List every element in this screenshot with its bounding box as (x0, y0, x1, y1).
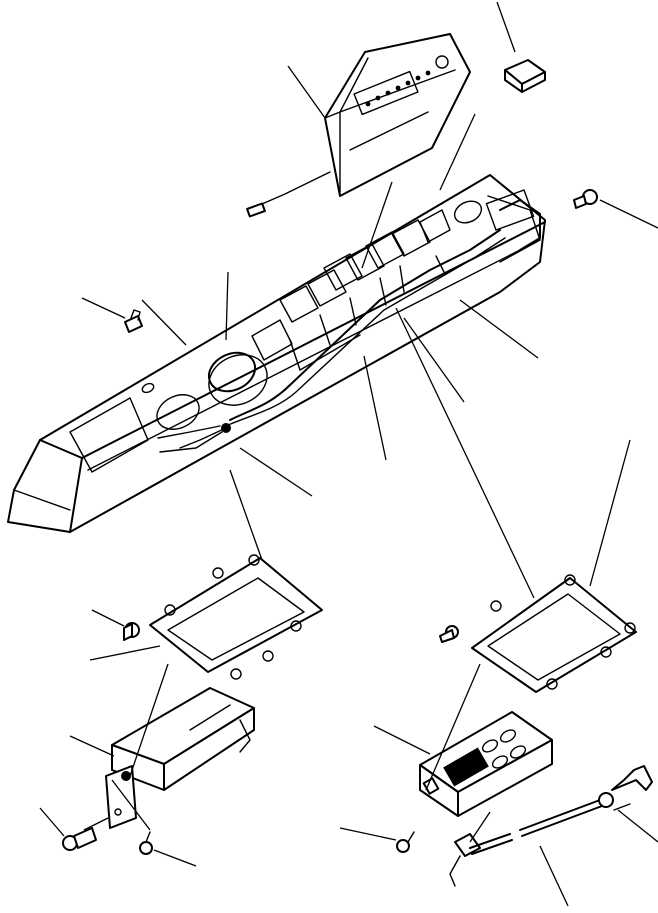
antenna-lead (449, 765, 653, 887)
radio-connector (504, 59, 546, 93)
left-bracket-plate (149, 554, 323, 680)
mounting-screw-mid (139, 831, 153, 855)
bracket-bolt-left (123, 622, 140, 641)
right-bracket-plate (471, 574, 637, 693)
bracket-bolt-right (439, 625, 459, 643)
console-bolt-left (124, 309, 143, 333)
overhead-console (7, 174, 546, 533)
mounting-screw-right (396, 831, 415, 853)
mount-bracket (105, 687, 255, 829)
leader-lines (39, 1, 658, 907)
wiring-harness (157, 189, 541, 453)
mounting-screw-left (62, 827, 97, 851)
console-bolt-right (573, 189, 598, 209)
switch-panel (419, 711, 553, 817)
radio-unit (246, 33, 471, 218)
